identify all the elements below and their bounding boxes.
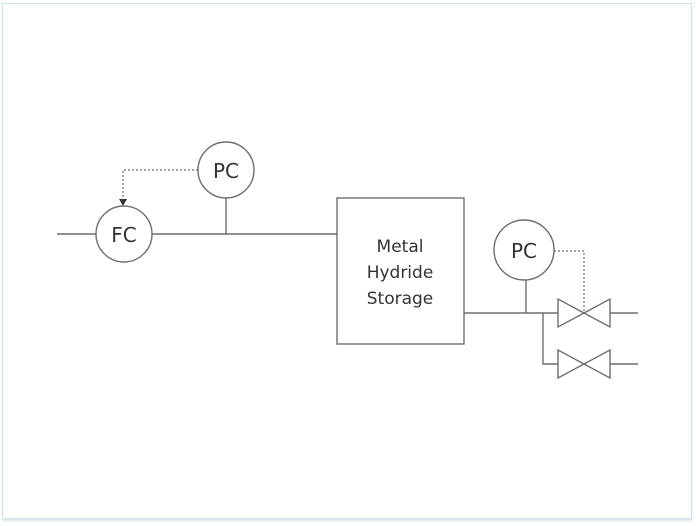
signal-arrowhead-icon	[119, 199, 127, 206]
fc-label: FC	[111, 223, 136, 247]
signal-pc-to-valve	[554, 250, 585, 313]
valve-lower-left-icon	[557, 348, 586, 380]
storage-box	[336, 197, 465, 345]
signal-pc-to-fc	[122, 169, 198, 198]
flow-controller[interactable]: FC	[95, 205, 153, 263]
pc-outlet-label: PC	[511, 239, 537, 263]
bypass-valve[interactable]	[557, 348, 611, 380]
valve-lower-right-icon	[582, 348, 611, 380]
pc-outlet-circle	[493, 219, 555, 281]
storage-label-line2: Hydride	[367, 263, 434, 283]
valve-upper-left-icon	[557, 297, 586, 329]
pressure-controller-outlet[interactable]: PC	[493, 219, 555, 281]
storage-label-line1: Metal	[377, 237, 424, 257]
pc-inlet-circle	[197, 141, 255, 199]
fc-circle	[95, 205, 153, 263]
pressure-controller-inlet[interactable]: PC	[197, 141, 255, 199]
valve-upper-right-icon	[582, 297, 611, 329]
controlled-valve[interactable]	[557, 297, 611, 329]
pc-inlet-label: PC	[213, 159, 239, 183]
bypass-branch-pipe	[542, 313, 558, 365]
metal-hydride-storage[interactable]: Metal Hydride Storage	[336, 197, 465, 345]
storage-label-line3: Storage	[367, 289, 434, 309]
